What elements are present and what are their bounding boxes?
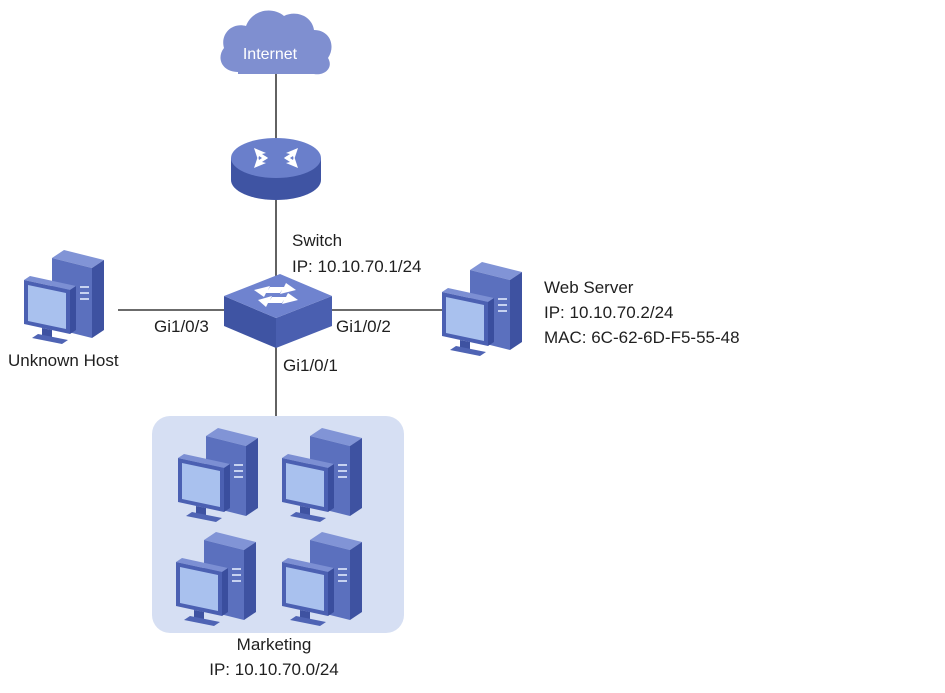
marketing-ip: IP: 10.10.70.0/24: [209, 660, 339, 679]
switch-name: Switch: [292, 231, 342, 250]
unknown-host-pc-icon: [24, 250, 104, 344]
switch-icon: [224, 274, 332, 348]
router-icon: [231, 138, 321, 200]
marketing-name: Marketing: [237, 635, 312, 654]
cloud-icon: Internet: [220, 10, 332, 75]
internet-label: Internet: [243, 46, 298, 63]
port-label-gi1-0-3: Gi1/0/3: [154, 317, 209, 336]
web-server-mac: MAC: 6C-62-6D-F5-55-48: [544, 328, 740, 347]
port-label-gi1-0-2: Gi1/0/2: [336, 317, 391, 336]
server-icon: [442, 262, 522, 356]
web-server-ip: IP: 10.10.70.2/24: [544, 303, 674, 322]
unknown-host-label: Unknown Host: [8, 351, 119, 370]
port-label-gi1-0-1: Gi1/0/1: [283, 356, 338, 375]
switch-ip: IP: 10.10.70.1/24: [292, 257, 422, 276]
web-server-name: Web Server: [544, 278, 634, 297]
